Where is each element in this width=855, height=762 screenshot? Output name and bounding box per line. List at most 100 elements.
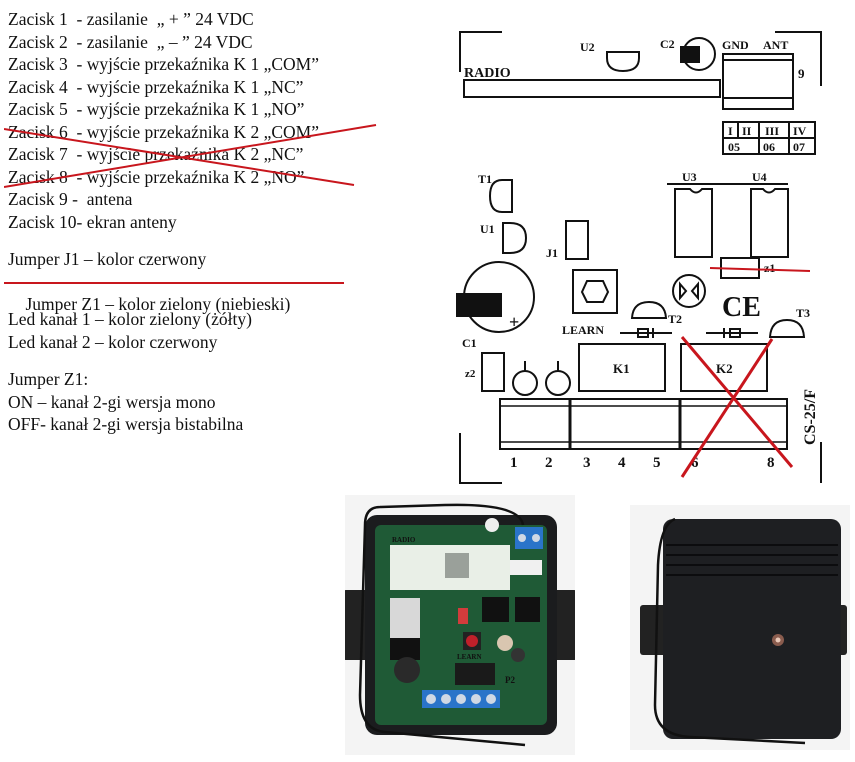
t1-transistor — [488, 179, 513, 213]
t3-label: T3 — [796, 306, 810, 320]
photo-open-receiver: RADIO P2 LEARN — [345, 495, 575, 755]
connector-number: 9 — [798, 66, 805, 81]
led-symbol — [679, 281, 699, 301]
j1-jumper-photo — [458, 608, 468, 624]
corner-top-left — [459, 31, 502, 72]
strike-line-2 — [4, 123, 377, 188]
k2-cross-line-1 — [680, 336, 794, 468]
k2-cross-line-2 — [680, 338, 774, 478]
terminal-numbers: 1 2 3 4 5 6 8 — [510, 455, 775, 471]
learn-label: LEARN — [562, 323, 604, 337]
svg-text:8: 8 — [767, 455, 775, 471]
j1-jumper — [565, 220, 589, 260]
jumper-z1-text: Jumper Z1 – kolor zielony (niebieski) — [25, 294, 291, 314]
round-component-1 — [512, 370, 538, 396]
relay-photo — [455, 663, 495, 685]
chip-u4-photo — [515, 597, 540, 622]
jumper-z1-title: Jumper Z1: — [8, 369, 89, 389]
radio-module — [463, 79, 721, 98]
relay-k1 — [578, 343, 666, 392]
crossed-terminals-block: Zacisk 6 - wyjście przekaźnika K 2 „COM”… — [4, 121, 428, 189]
u1-regulator — [502, 222, 528, 254]
k2-label: K2 — [716, 361, 733, 376]
c2-fill — [680, 46, 700, 63]
c1-plus: + — [509, 312, 519, 332]
chip-u3-photo — [482, 597, 509, 622]
diode-d2 — [706, 328, 758, 338]
led-channel-2-line: Led kanał 2 – kolor czerwony — [8, 331, 218, 352]
u3-label: U3 — [682, 170, 697, 184]
c1-fill — [456, 293, 502, 317]
svg-text:06: 06 — [763, 140, 775, 154]
svg-text:07: 07 — [793, 140, 805, 154]
ant-label: ANT — [763, 38, 788, 52]
u2-component — [606, 51, 640, 73]
svg-text:IV: IV — [793, 124, 807, 138]
antenna-terminal-photo — [515, 527, 543, 549]
svg-text:2: 2 — [545, 455, 553, 471]
diode-d1 — [620, 328, 672, 338]
learn-button-photo — [466, 635, 478, 647]
terminal-line-5: Zacisk 5 - wyjście przekaźnika K 1 „NO” — [8, 99, 305, 119]
led-channel-1-line: Led kanał 1 – kolor zielony (żółty) — [8, 309, 252, 329]
j1-label: J1 — [546, 246, 558, 260]
round-component-2 — [545, 370, 571, 396]
antenna-connector — [722, 53, 794, 110]
gnd-label: GND — [722, 38, 749, 52]
radio-label: RADIO — [464, 66, 511, 81]
u1-label: U1 — [480, 222, 495, 236]
t3-transistor — [768, 318, 806, 338]
z2-label: z2 — [465, 368, 476, 380]
u2-label: U2 — [580, 40, 595, 54]
svg-text:3: 3 — [583, 455, 591, 471]
terminal-line-9: Zacisk 9 - antena — [8, 189, 133, 209]
u3-chip — [674, 188, 713, 258]
svg-text:I: I — [728, 124, 733, 138]
z1-label: z1 — [764, 261, 775, 275]
jumper-z1-on: ON – kanał 2-gi wersja mono — [8, 391, 216, 412]
learn-button-outline — [572, 269, 618, 314]
model-label: CS-25/F — [802, 389, 819, 445]
terminal-line-3: Zacisk 3 - wyjście przekaźnika K 1 „COM” — [8, 54, 320, 74]
terminal-line-1: Zacisk 1 - zasilanie „ + ” 24 VDC — [8, 9, 254, 29]
dip-switch-table: I II III IV 05 06 07 — [722, 121, 816, 155]
terminal-block — [499, 398, 788, 450]
jumper-z1-off: OFF- kanał 2-gi wersja bistabilna — [8, 414, 244, 434]
jumper-j1-line: Jumper J1 – kolor czerwony — [8, 249, 207, 269]
terminal-line-2: Zacisk 2 - zasilanie „ – ” 24 VDC — [8, 31, 253, 52]
svg-text:4: 4 — [618, 455, 626, 471]
relay-k2 — [680, 343, 768, 392]
antenna-wire — [358, 503, 526, 747]
photo-closed-receiver — [630, 505, 850, 750]
terminal-description-text: Zacisk 1 - zasilanie „ + ” 24 VDC Zacisk… — [4, 8, 428, 436]
z2-jumper — [481, 352, 505, 392]
terminal-line-8: Zacisk 8 - wyjście przekaźnika K 2 „NO” — [8, 166, 305, 187]
case-ribs — [666, 544, 838, 576]
t2-transistor — [630, 300, 668, 319]
mount-tab-left — [640, 605, 670, 655]
c2-label: C2 — [660, 37, 675, 51]
u4-chip — [750, 188, 789, 258]
antenna-wire — [653, 517, 806, 745]
led-photo — [497, 635, 513, 651]
capacitor-photo — [394, 657, 420, 683]
t2-label: T2 — [668, 312, 682, 326]
ce-mark: CE — [722, 292, 761, 323]
corner-bottom-left — [459, 433, 502, 484]
jumper-z1-crossed-line: Jumper Z1 – kolor zielony (niebieski) — [4, 271, 428, 314]
c1-label: C1 — [462, 336, 477, 350]
z1-strike — [709, 267, 811, 272]
corner-top-right — [775, 31, 822, 86]
svg-text:5: 5 — [653, 455, 661, 471]
learn-button-cap — [580, 280, 610, 303]
t1-label: T1 — [478, 172, 492, 186]
red-cross-strike — [4, 123, 377, 188]
k1-label: K1 — [613, 361, 630, 376]
led-outline — [672, 274, 706, 308]
svg-text:1: 1 — [510, 455, 518, 471]
svg-text:II: II — [742, 124, 752, 138]
pcb-layout-diagram: RADIO U2 C2 GND ANT 9 I II III IV 05 06 … — [456, 31, 822, 484]
terminal-line-6: Zacisk 6 - wyjście przekaźnika K 2 „COM” — [8, 121, 320, 142]
svg-text:III: III — [765, 124, 779, 138]
terminal-line-10: Zacisk 10- ekran anteny — [8, 211, 177, 232]
